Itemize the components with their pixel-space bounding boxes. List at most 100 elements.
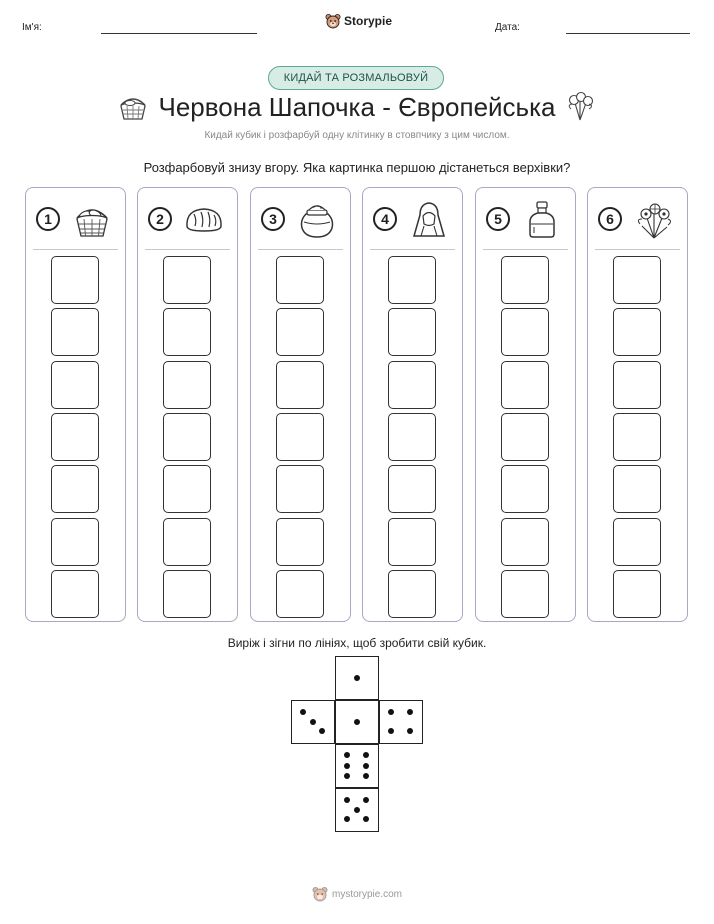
dice-pip — [344, 751, 351, 758]
color-cell[interactable] — [613, 517, 661, 566]
column-number: 2 — [148, 207, 172, 231]
dice-pip — [353, 674, 360, 681]
basket-title-icon — [120, 98, 146, 120]
color-cell[interactable] — [276, 412, 324, 461]
dice-pip — [362, 762, 369, 769]
color-cell[interactable] — [388, 569, 436, 618]
dice-face-6 — [335, 744, 379, 788]
color-cell[interactable] — [163, 517, 211, 566]
color-cell[interactable] — [388, 308, 436, 357]
color-cell[interactable] — [388, 412, 436, 461]
column-divider — [595, 249, 680, 250]
dice-pip — [362, 751, 369, 758]
color-cell[interactable] — [276, 569, 324, 618]
color-cell[interactable] — [163, 465, 211, 514]
dice-column-3: 3 — [250, 187, 351, 622]
color-cell[interactable] — [613, 569, 661, 618]
dice-pip — [362, 815, 369, 822]
dice-pip — [353, 806, 360, 813]
date-line — [566, 33, 690, 34]
date-label: Дата: — [495, 22, 520, 33]
color-cell[interactable] — [276, 517, 324, 566]
color-cell[interactable] — [501, 412, 549, 461]
footer: mystorypie.com — [0, 886, 714, 902]
color-cell[interactable] — [163, 412, 211, 461]
dice-pip — [362, 797, 369, 804]
color-cell[interactable] — [51, 569, 99, 618]
color-cell[interactable] — [388, 517, 436, 566]
footer-url: mystorypie.com — [331, 888, 402, 900]
color-cell[interactable] — [388, 465, 436, 514]
honey-pot-icon — [296, 200, 338, 240]
name-label: Ім'я: — [22, 22, 42, 33]
name-line — [101, 33, 257, 34]
color-cell[interactable] — [276, 360, 324, 409]
dice-face-1 — [335, 700, 379, 744]
dice-face-4 — [379, 700, 423, 744]
cut-instruction: Виріж і зігни по лініях, щоб зробити сві… — [227, 636, 487, 650]
color-cell[interactable] — [613, 412, 661, 461]
color-cell[interactable] — [51, 465, 99, 514]
color-cell[interactable] — [51, 256, 99, 304]
color-cell[interactable] — [501, 569, 549, 618]
dice-pip — [344, 815, 351, 822]
column-header: 2 — [138, 188, 237, 250]
bear-logo-icon — [325, 14, 341, 29]
storypie-logo: Storypie — [325, 13, 392, 29]
column-number: 1 — [36, 207, 60, 231]
color-cell[interactable] — [163, 256, 211, 304]
color-cell[interactable] — [388, 256, 436, 304]
column-number: 6 — [598, 207, 622, 231]
color-cell[interactable] — [163, 569, 211, 618]
color-cell[interactable] — [276, 256, 324, 304]
dice-pip — [406, 727, 413, 734]
dice-pip — [309, 718, 316, 725]
color-cell[interactable] — [613, 256, 661, 304]
dice-face-5 — [335, 788, 379, 832]
color-cell[interactable] — [613, 465, 661, 514]
dice-pip — [388, 727, 395, 734]
column-divider — [33, 249, 118, 250]
color-cell[interactable] — [276, 308, 324, 357]
column-header: 6 — [588, 188, 687, 250]
column-header: 5 — [476, 188, 575, 250]
color-cell[interactable] — [501, 517, 549, 566]
dice-column-5: 5 — [475, 187, 576, 622]
color-cell[interactable] — [51, 308, 99, 357]
color-cell[interactable] — [613, 308, 661, 357]
color-cell[interactable] — [613, 360, 661, 409]
column-number: 5 — [486, 207, 510, 231]
color-cell[interactable] — [276, 465, 324, 514]
column-number: 3 — [261, 207, 285, 231]
color-cell[interactable] — [501, 256, 549, 304]
column-number: 4 — [373, 207, 397, 231]
color-cell[interactable] — [51, 360, 99, 409]
dice-column-4: 4 — [362, 187, 463, 622]
color-cell[interactable] — [501, 308, 549, 357]
color-cell[interactable] — [388, 360, 436, 409]
dice-pip — [353, 718, 360, 725]
red-cloak-icon — [408, 200, 450, 240]
page-subtitle: Кидай кубик і розфарбуй одну клітинку в … — [204, 130, 510, 141]
flower-bouquet-icon — [633, 200, 675, 240]
brand-name: Storypie — [344, 14, 393, 28]
flowers-title-icon — [568, 91, 594, 121]
dice-pip — [388, 709, 395, 716]
color-cell[interactable] — [163, 360, 211, 409]
dice-pip — [344, 797, 351, 804]
color-cell[interactable] — [501, 360, 549, 409]
color-cell[interactable] — [163, 308, 211, 357]
color-cell[interactable] — [501, 465, 549, 514]
dice-pip — [300, 709, 307, 716]
page-title: Червона Шапочка - Європейська — [158, 92, 556, 122]
dice-pip — [344, 762, 351, 769]
color-cell[interactable] — [51, 517, 99, 566]
color-cell[interactable] — [51, 412, 99, 461]
column-divider — [483, 249, 568, 250]
potion-bottle-icon — [521, 200, 563, 240]
dice-pip — [362, 773, 369, 780]
bread-basket-icon — [71, 200, 113, 240]
column-divider — [370, 249, 455, 250]
dice-pip — [318, 727, 325, 734]
bread-loaf-icon — [183, 200, 225, 240]
